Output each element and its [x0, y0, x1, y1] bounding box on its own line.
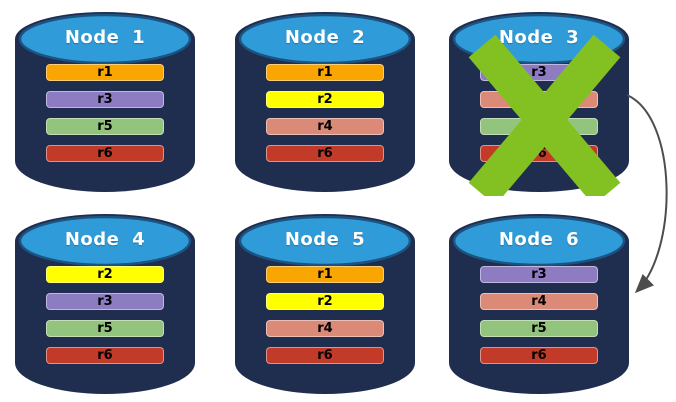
replica-bar: r3 — [480, 266, 598, 283]
replica-bar: r5 — [480, 118, 598, 135]
replica-list: r3 r4 r5 r6 — [446, 64, 632, 162]
replica-bar: r5 — [46, 118, 164, 135]
replica-bar: r1 — [266, 64, 384, 81]
replica-bar: r1 — [266, 266, 384, 283]
replica-bar: r6 — [480, 347, 598, 364]
replica-bar: r4 — [266, 118, 384, 135]
database-node: Node 2 r1 r2 r4 r6 — [232, 8, 418, 196]
replica-bar: r3 — [46, 293, 164, 310]
database-node: Node 6 r3 r4 r5 r6 — [446, 210, 632, 398]
replica-bar: r6 — [46, 347, 164, 364]
database-node: Node 1 r1 r3 r5 r6 — [12, 8, 198, 196]
replica-bar: r2 — [266, 293, 384, 310]
node-title: Node 2 — [284, 27, 366, 48]
node-title: Node 6 — [498, 229, 580, 250]
replica-list: r1 r3 r5 r6 — [12, 64, 198, 162]
node-title: Node 5 — [284, 229, 366, 250]
replica-bar: r5 — [480, 320, 598, 337]
replica-list: r2 r3 r5 r6 — [12, 266, 198, 364]
replica-bar: r1 — [46, 64, 164, 81]
replica-bar: r2 — [266, 91, 384, 108]
replica-bar: r4 — [480, 91, 598, 108]
replica-bar: r5 — [46, 320, 164, 337]
node-title: Node 1 — [64, 27, 146, 48]
database-node: Node 3 r3 r4 r5 r6 — [446, 8, 632, 196]
replica-list: r1 r2 r4 r6 — [232, 266, 418, 364]
replica-bar: r3 — [480, 64, 598, 81]
replica-bar: r6 — [266, 145, 384, 162]
replica-bar: r2 — [46, 266, 164, 283]
database-node: Node 5 r1 r2 r4 r6 — [232, 210, 418, 398]
node-title: Node 4 — [64, 229, 146, 250]
replica-list: r3 r4 r5 r6 — [446, 266, 632, 364]
replica-bar: r4 — [480, 293, 598, 310]
replica-bar: r4 — [266, 320, 384, 337]
replica-list: r1 r2 r4 r6 — [232, 64, 418, 162]
replica-bar: r6 — [266, 347, 384, 364]
database-node: Node 4 r2 r3 r5 r6 — [12, 210, 198, 398]
node-title: Node 3 — [498, 27, 580, 48]
replica-bar: r3 — [46, 91, 164, 108]
replica-bar: r6 — [480, 145, 598, 162]
replica-bar: r6 — [46, 145, 164, 162]
